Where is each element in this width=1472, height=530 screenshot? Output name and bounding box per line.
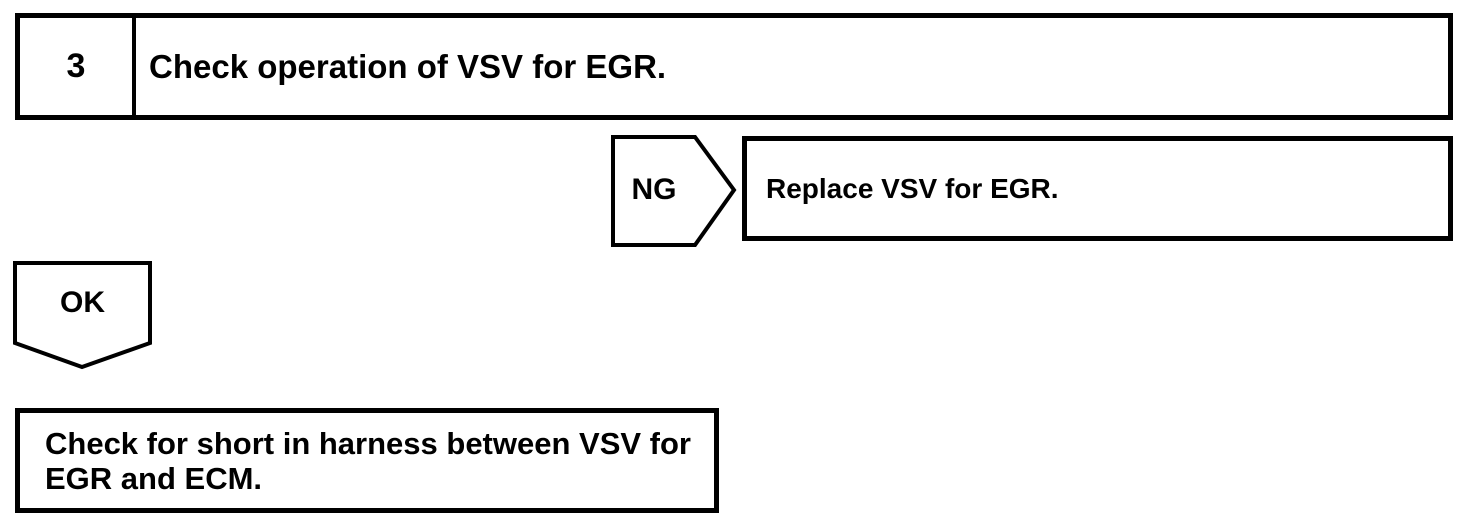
ok-connector-arrow-icon [13,261,152,370]
step-box: 3 Check operation of VSV for EGR. [15,13,1453,120]
ng-action-box: Replace VSV for EGR. [742,136,1453,241]
step-instruction: Check operation of VSV for EGR. [149,47,667,85]
ng-label: NG [631,173,677,206]
next-step-box: Check for short in harness between VSV f… [15,408,719,513]
step-number: 3 [20,18,136,115]
ok-label: OK [60,286,105,319]
ng-connector-arrow-icon [611,135,737,247]
ng-action-text: Replace VSV for EGR. [766,172,1059,204]
next-step-text-line-1: Check for short in harness between VSV f… [45,425,691,461]
next-step-text-line-2: EGR and ECM. [45,460,263,496]
